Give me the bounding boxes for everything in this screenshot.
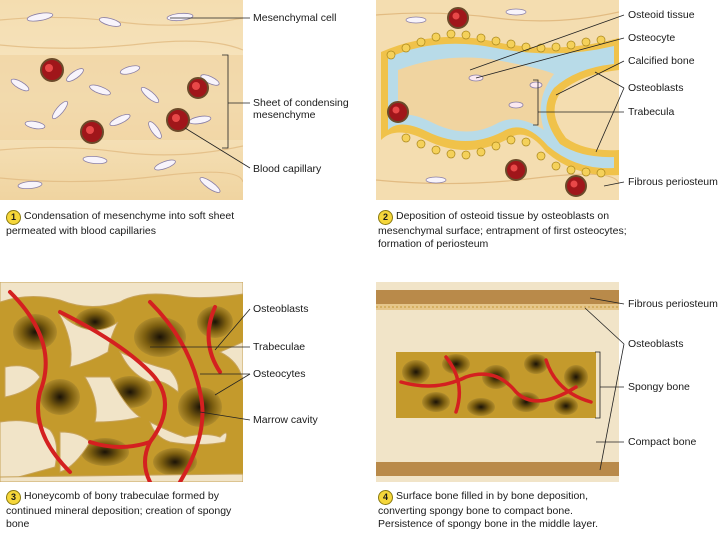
- spongy-bone-illustration: [0, 282, 243, 482]
- step-number-badge: 1: [6, 210, 21, 225]
- label-compact-bone: Compact bone: [628, 436, 696, 448]
- label-osteoid-tissue: Osteoid tissue: [628, 9, 695, 21]
- panel-compact-bone-formation: [376, 282, 619, 482]
- label-blood-capillary: Blood capillary: [253, 163, 321, 175]
- label-osteocytes: Osteocytes: [253, 368, 306, 380]
- spongy-bone-region: [396, 352, 596, 418]
- step-number-badge: 3: [6, 490, 21, 505]
- label-sheet-line2: mesenchyme: [253, 109, 315, 121]
- label-osteoblasts-2: Osteoblasts: [628, 82, 683, 94]
- label-marrow-cavity: Marrow cavity: [253, 414, 318, 426]
- caption-text: Surface bone filled in by bone depositio…: [378, 490, 598, 530]
- label-osteoblasts-3: Osteoblasts: [253, 303, 308, 315]
- label-trabecula: Trabecula: [628, 106, 674, 118]
- label-sheet-line1: Sheet of condensing: [253, 97, 349, 109]
- panel-mesenchyme-condensation: [0, 0, 243, 200]
- step-number-badge: 2: [378, 210, 393, 225]
- panel-spongy-bone-formation: [0, 282, 243, 482]
- compact-bone-illustration: [376, 282, 619, 482]
- fibrous-periosteum-layer: [376, 290, 619, 304]
- label-mesenchymal-cell: Mesenchymal cell: [253, 12, 336, 24]
- osteoid-illustration: [376, 0, 619, 200]
- label-spongy-bone: Spongy bone: [628, 381, 690, 393]
- mesenchyme-illustration: [0, 0, 243, 200]
- label-sheet-of-condensing-mesenchyme: Sheet of condensing mesenchyme: [253, 97, 349, 121]
- label-fibrous-periosteum-4: Fibrous periosteum: [628, 298, 718, 310]
- label-trabeculae: Trabeculae: [253, 341, 305, 353]
- caption-text: Deposition of osteoid tissue by osteobla…: [378, 210, 627, 250]
- label-calcified-bone: Calcified bone: [628, 55, 695, 67]
- step-number-badge: 4: [378, 490, 393, 505]
- label-osteocyte: Osteocyte: [628, 32, 675, 44]
- panel-osteoid-deposition: [376, 0, 619, 200]
- caption-text: Condensation of mesenchyme into soft she…: [6, 210, 234, 237]
- label-osteoblasts-4: Osteoblasts: [628, 338, 683, 350]
- caption-text: Honeycomb of bony trabeculae formed by c…: [6, 490, 231, 530]
- label-fibrous-periosteum-2: Fibrous periosteum: [628, 176, 718, 188]
